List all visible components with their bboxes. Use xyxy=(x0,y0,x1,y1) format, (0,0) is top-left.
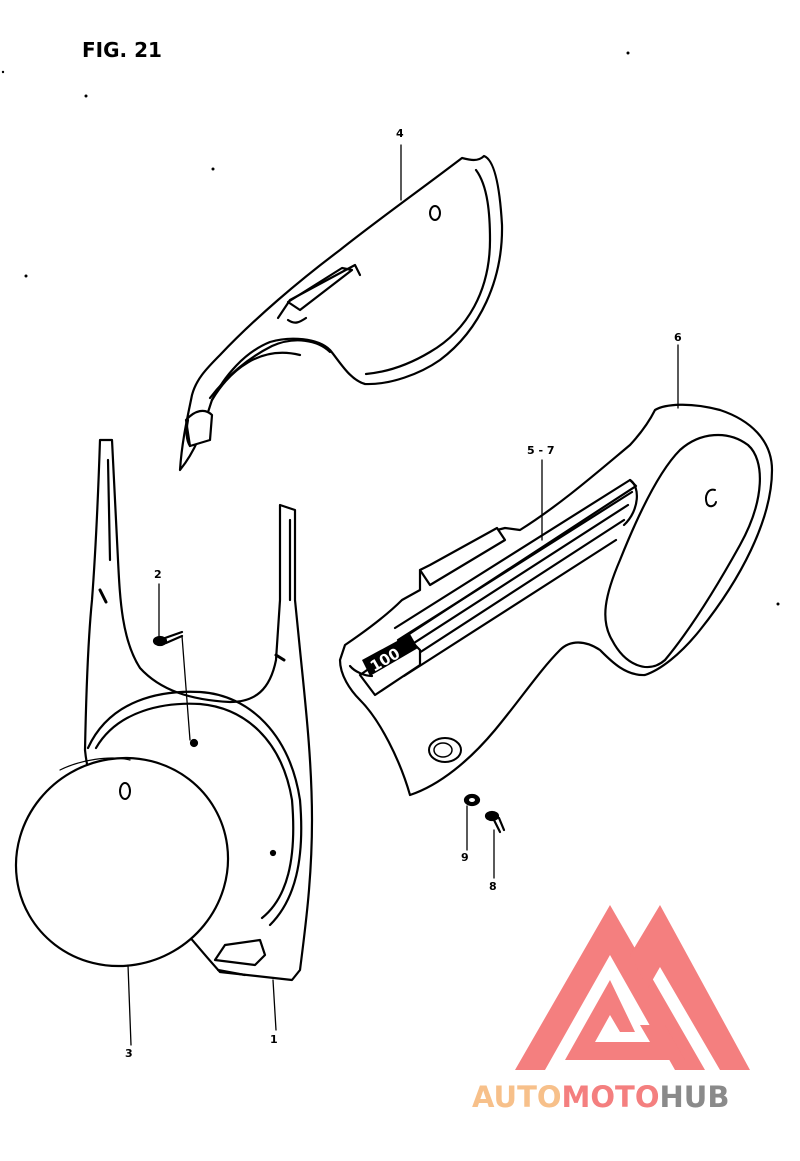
automotohub-logo xyxy=(515,905,750,1070)
part-8-screw xyxy=(484,810,506,834)
leader-3 xyxy=(127,964,132,1046)
callout-5-7: 5 - 7 xyxy=(527,444,555,457)
callout-1: 1 xyxy=(270,1033,278,1046)
callout-2: 2 xyxy=(154,568,162,581)
callout-3: 3 xyxy=(125,1047,133,1060)
callout-9: 9 xyxy=(461,851,469,864)
automotohub-wordmark: AUTOMOTOHUB xyxy=(472,1080,794,1114)
logo-triangle-right xyxy=(630,905,750,1070)
part-6-side-cover-right xyxy=(338,403,774,797)
part-4-side-cover-upper xyxy=(178,154,504,472)
callout-8: 8 xyxy=(489,880,497,893)
leader-1 xyxy=(272,979,277,1031)
part-2-screw xyxy=(152,630,184,647)
part-3-headlight-lens xyxy=(14,756,230,968)
leader-2b xyxy=(181,635,191,741)
callout-6: 6 xyxy=(674,331,682,344)
callout-4: 4 xyxy=(396,127,404,140)
wordmark-hub: HUB xyxy=(659,1080,730,1114)
logo-inner-g xyxy=(565,980,685,1060)
figure-title: FIG. 21 xyxy=(82,38,162,62)
wordmark-moto: MOTO xyxy=(561,1080,660,1114)
part-9-grommet xyxy=(463,793,481,807)
print-specks xyxy=(1,51,780,606)
leader-lines xyxy=(127,144,679,1046)
wordmark-auto: AUTO xyxy=(472,1080,562,1114)
